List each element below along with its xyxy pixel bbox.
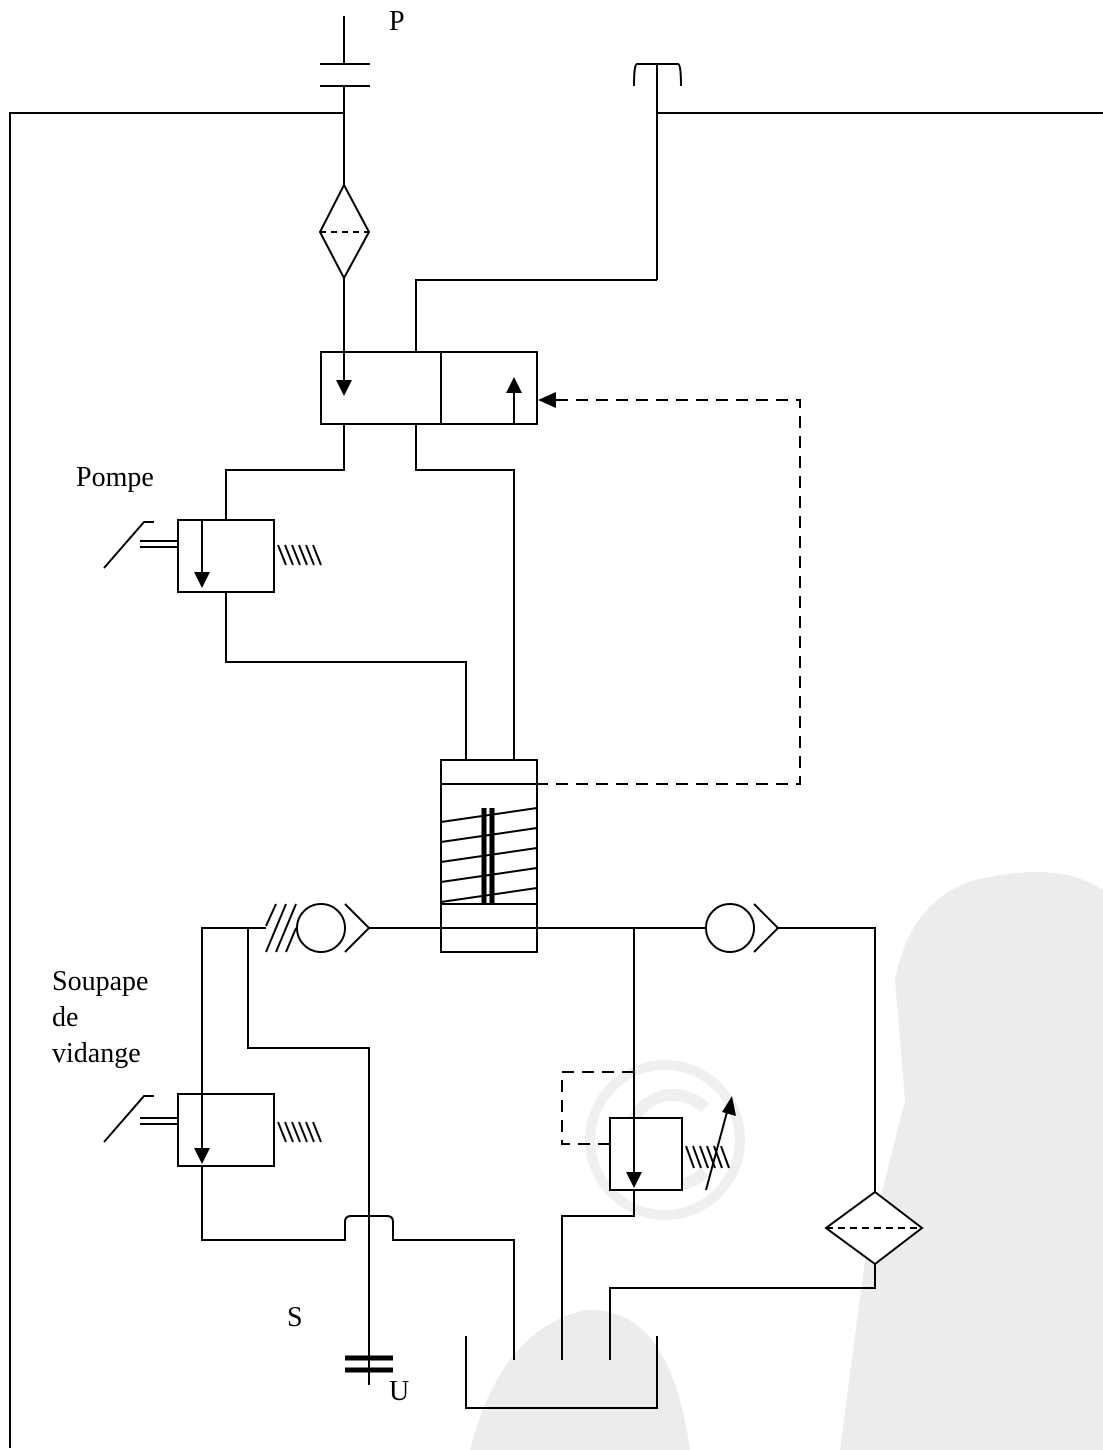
label-p: P: [389, 6, 405, 37]
label-soupape: Soupape: [52, 966, 148, 997]
check-valve-icon-right: [705, 903, 780, 953]
inlet-filter: [318, 182, 371, 352]
vent-outlet: [415, 63, 682, 352]
pilot-line: [537, 399, 801, 785]
watermark: [470, 872, 1103, 1450]
inlet-port-p: [320, 16, 370, 185]
label-u: U: [389, 1376, 409, 1407]
pump-manual-valve: [103, 519, 322, 593]
spring-icon: [277, 544, 322, 566]
label-vidange: vidange: [52, 1038, 141, 1069]
check-valve-icon: [265, 903, 371, 953]
outlet-port-u: [345, 1355, 393, 1385]
spring-icon-2: [277, 1121, 322, 1143]
relief-valve: [609, 1096, 736, 1191]
directional-valve: [320, 351, 556, 425]
label-de: de: [52, 1002, 78, 1033]
enclosure-frame: [9, 112, 1103, 1448]
label-s: S: [287, 1302, 303, 1333]
relief-pilot-line: [561, 1071, 634, 1145]
label-pompe: Pompe: [76, 462, 154, 493]
accumulator-icon: [440, 759, 538, 953]
drain-manual-valve: [103, 1093, 322, 1167]
reservoir-icon: [465, 1336, 658, 1409]
